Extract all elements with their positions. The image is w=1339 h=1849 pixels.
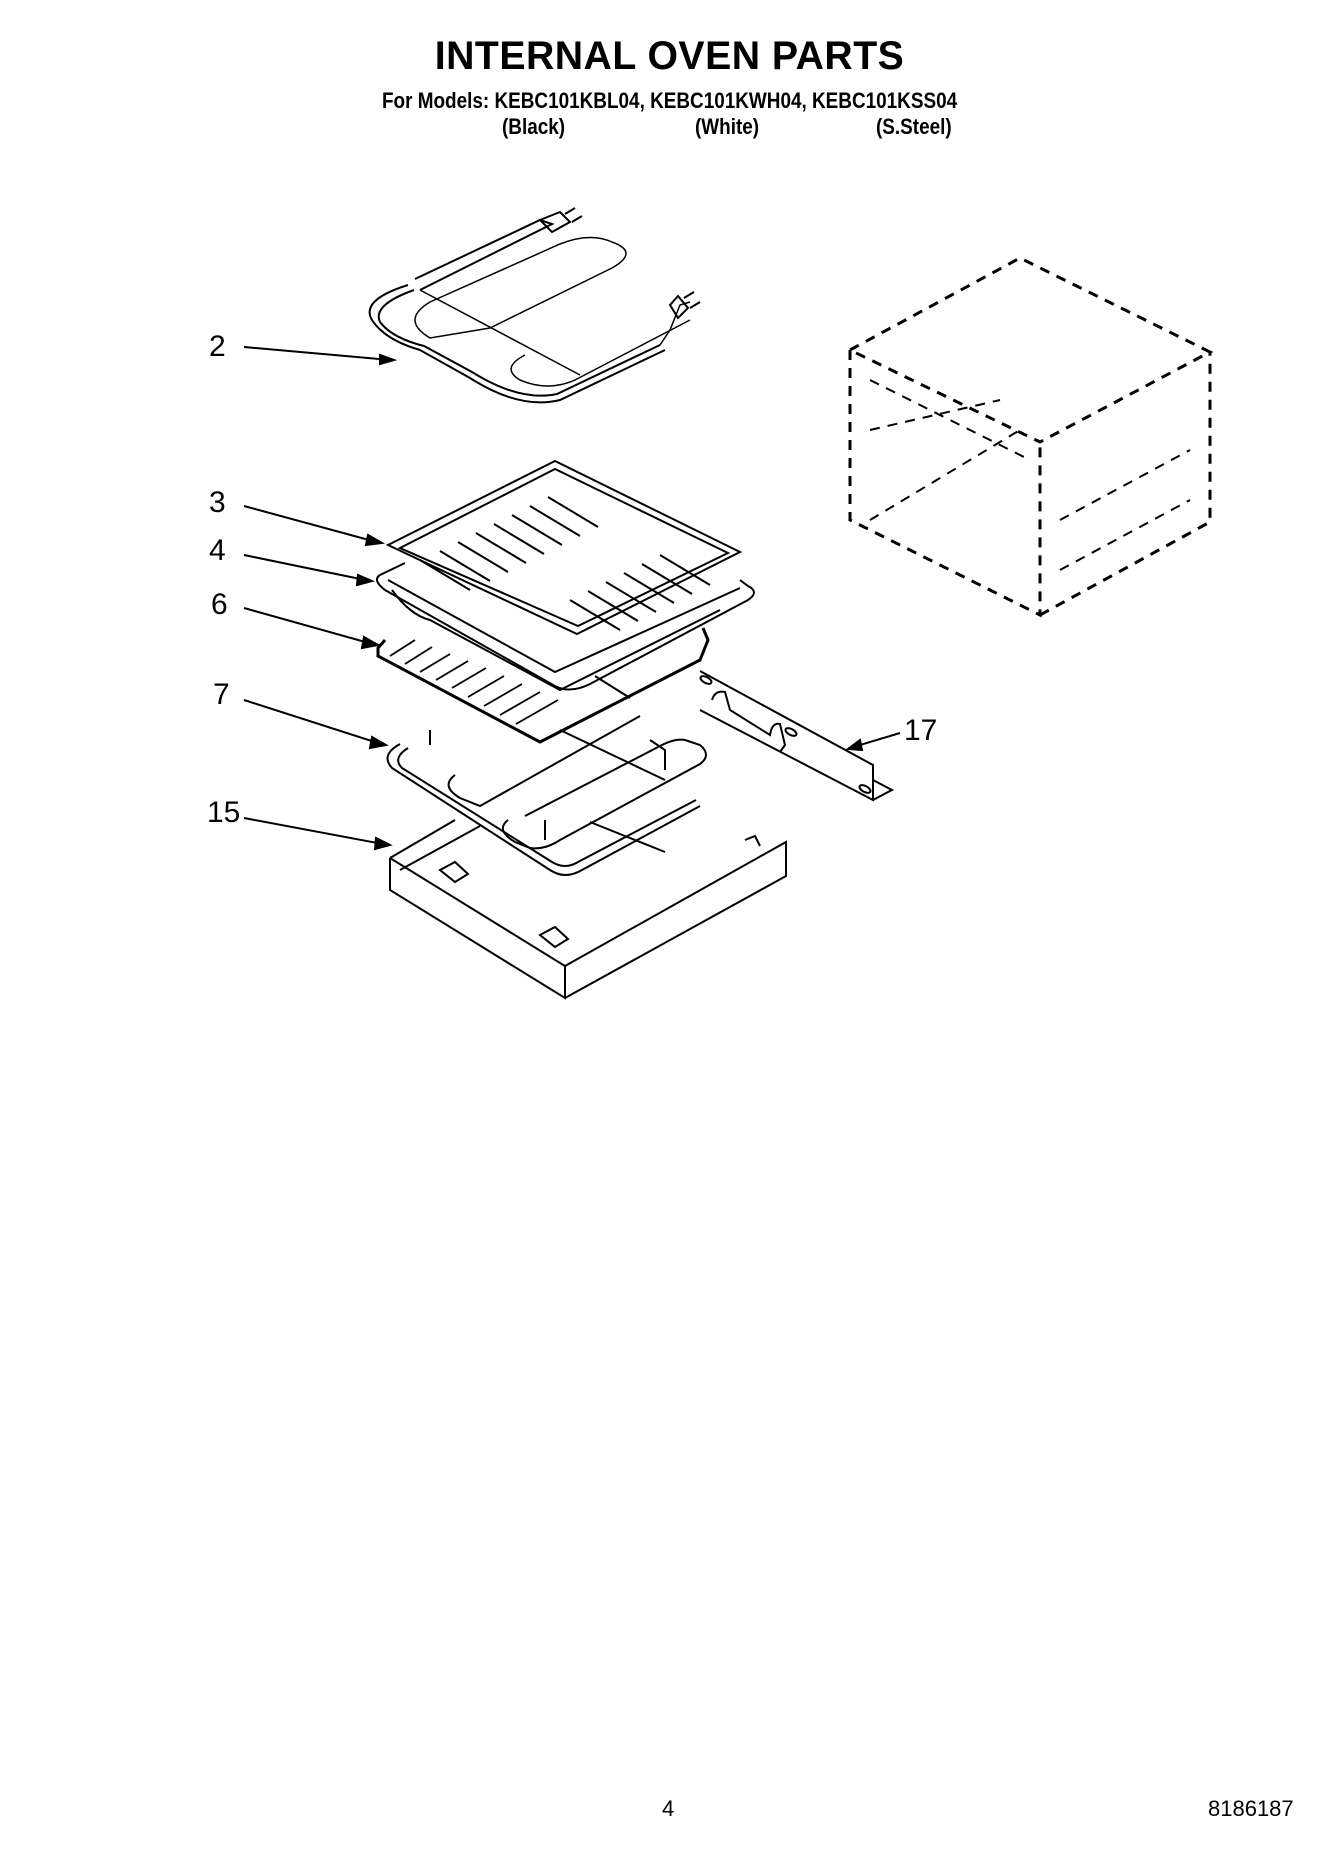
callout-4: 4 [209, 534, 226, 567]
models-line: For Models: KEBC101KBL04, KEBC101KWH04, … [381, 88, 958, 113]
bake-element-drawing [368, 207, 701, 404]
callout-2: 2 [209, 330, 226, 363]
oven-cavity-drawing [846, 256, 1214, 618]
bottom-pan-drawing [389, 819, 787, 1000]
model-color-black: (Black) [502, 114, 566, 139]
rack-bracket-drawing [699, 670, 895, 802]
page-number: 4 [662, 1796, 675, 1821]
callout-leaders [243, 346, 901, 851]
model-color-white: (White) [695, 114, 760, 139]
callout-6: 6 [211, 588, 228, 621]
oven-rack-drawing [376, 627, 710, 744]
broil-element-drawing [386, 715, 707, 876]
broiler-pan-drawing [375, 459, 755, 692]
document-number: 8186187 [1208, 1796, 1294, 1821]
model-color-steel: (S.Steel) [876, 114, 952, 139]
callout-7: 7 [213, 678, 230, 711]
callout-3: 3 [209, 486, 226, 519]
callout-15: 15 [207, 796, 241, 829]
callout-17: 17 [904, 714, 938, 747]
page-title: INTERNAL OVEN PARTS [434, 34, 905, 78]
